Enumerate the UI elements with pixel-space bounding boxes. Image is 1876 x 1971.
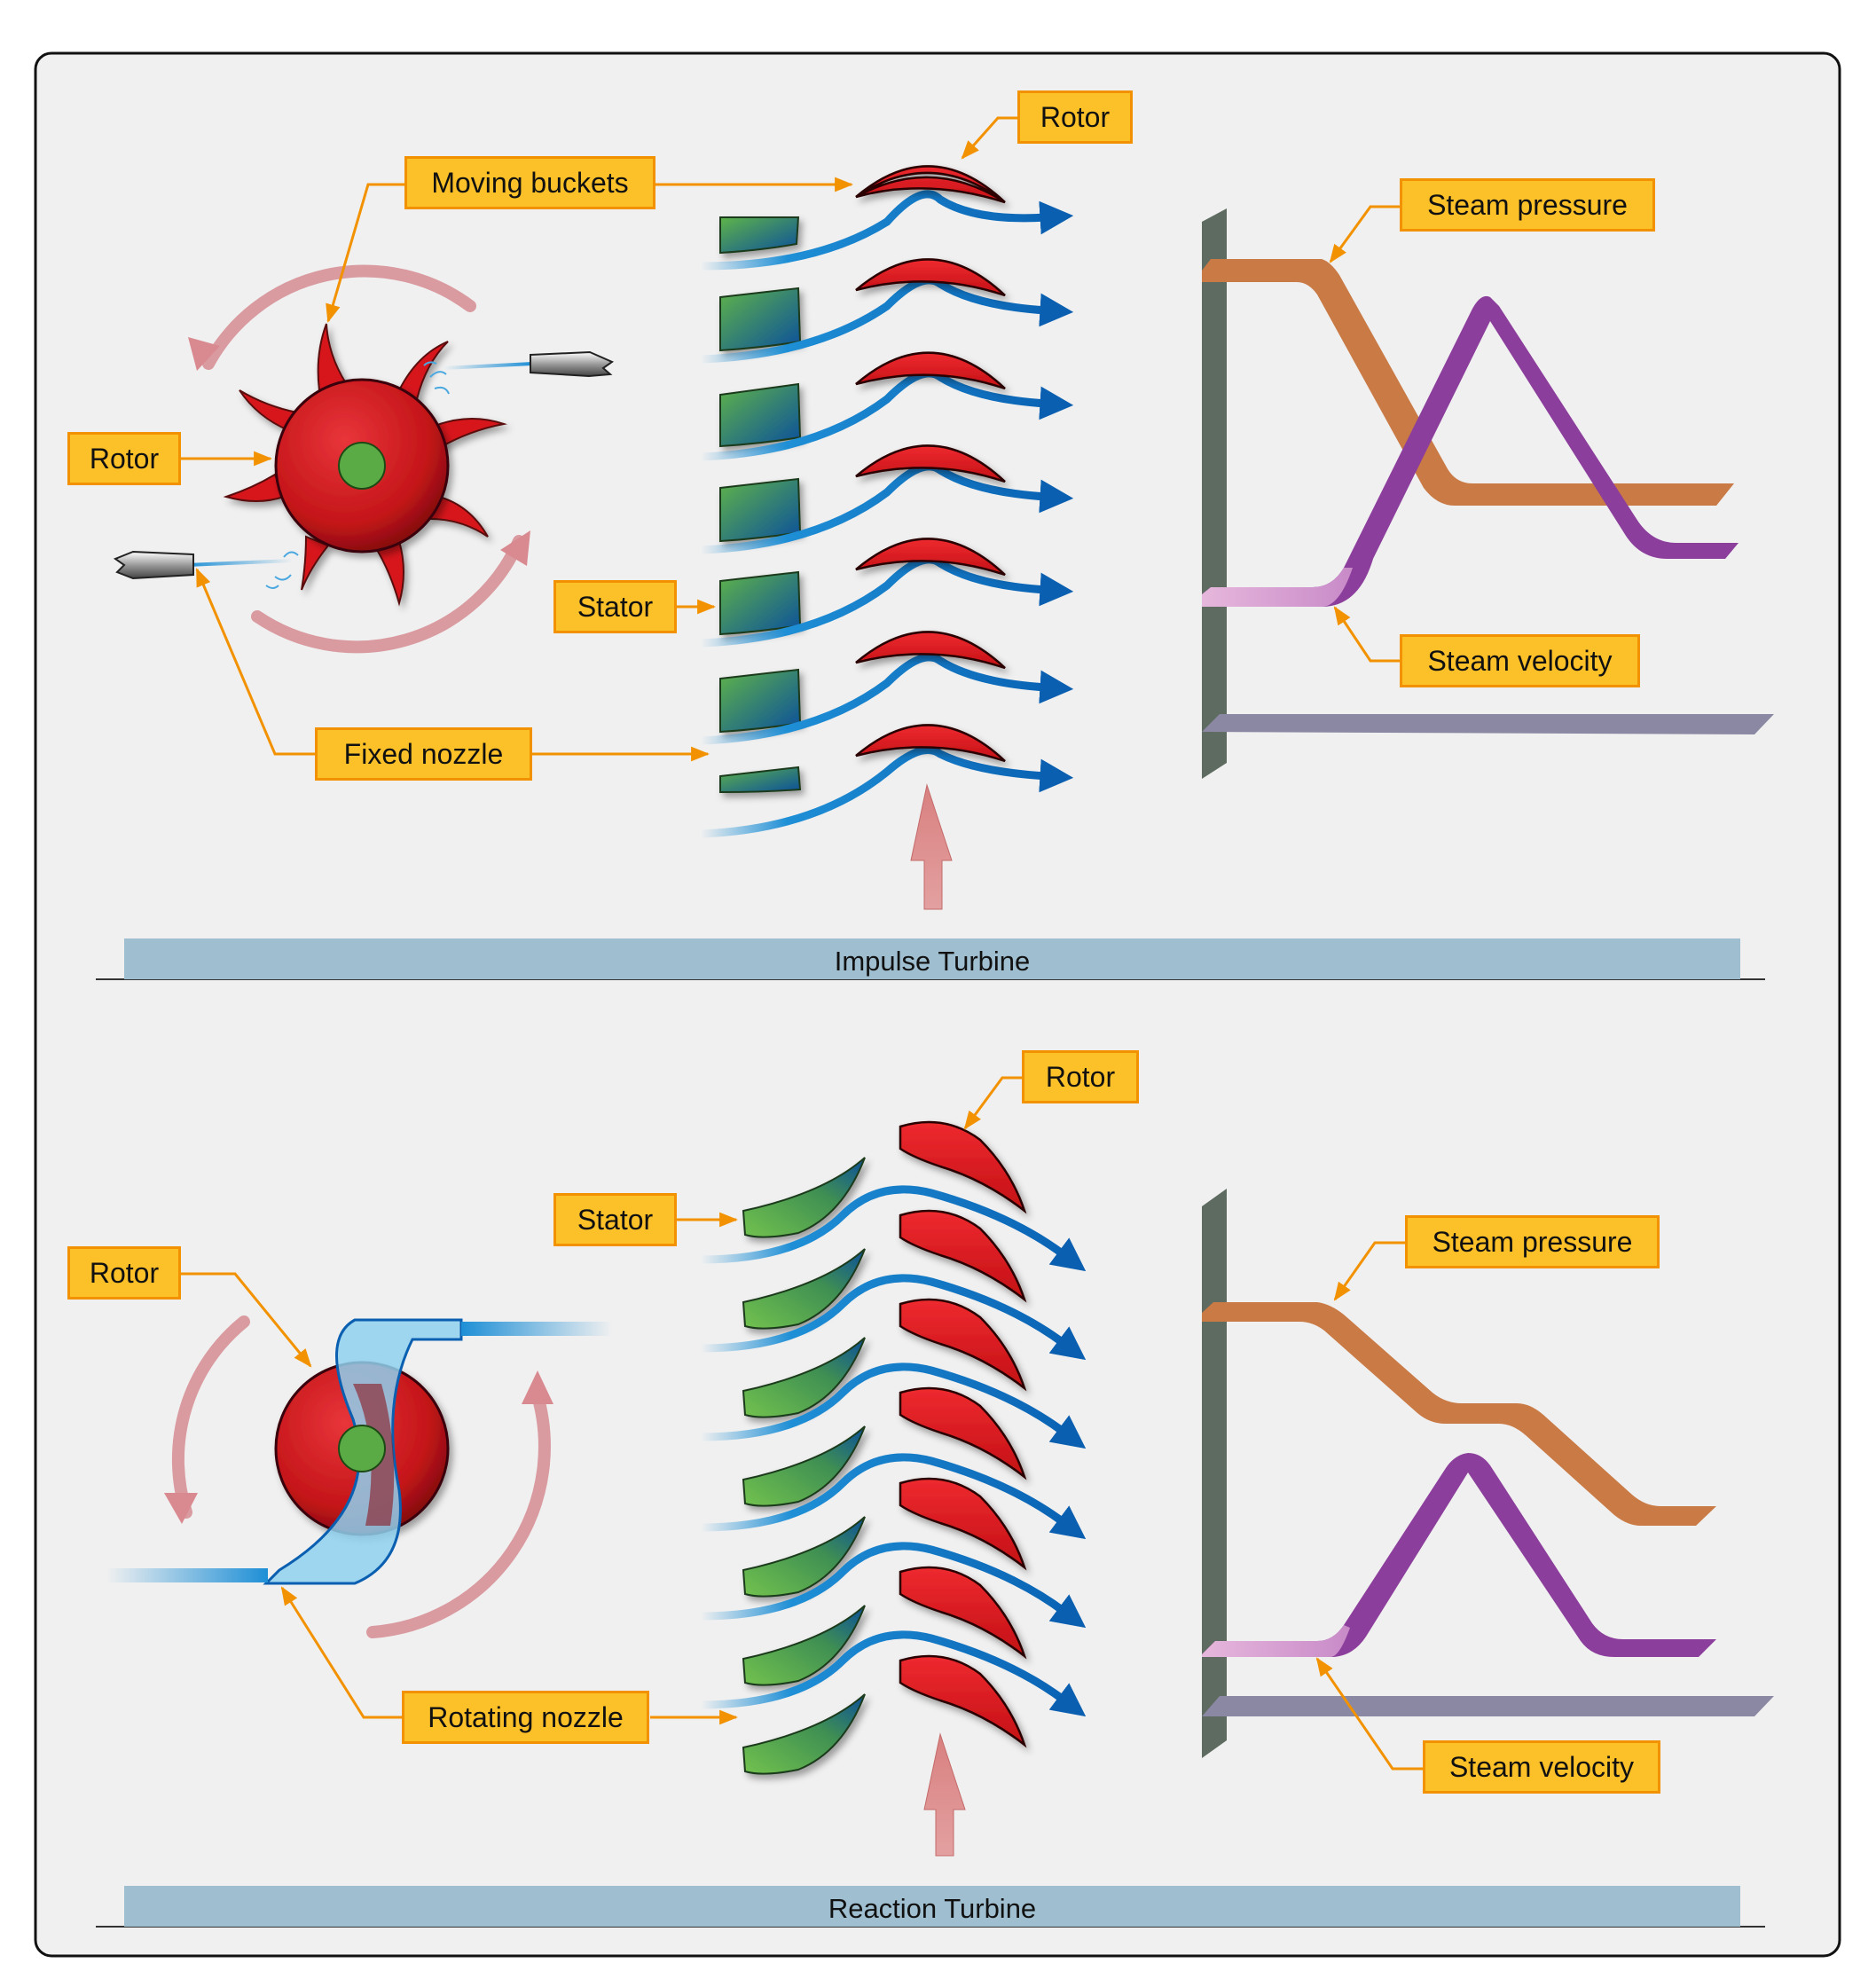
impulse-rotor-wheel — [113, 264, 615, 654]
impulse-rotor-left-label: Rotor — [67, 432, 181, 485]
reaction-stator-row — [742, 1157, 866, 1775]
impulse-steam-velocity-label: Steam velocity — [1400, 634, 1640, 687]
reaction-rotation-direction-arrow — [923, 1732, 966, 1857]
reaction-rotor-left-label: Rotor — [67, 1246, 181, 1300]
diagram-panel — [34, 51, 1841, 1958]
impulse-graph — [1202, 208, 1774, 779]
rotating-nozzle-jet-top — [461, 1322, 612, 1336]
reaction-steam-velocity-label: Steam velocity — [1423, 1740, 1660, 1794]
reaction-stator-label: Stator — [553, 1193, 677, 1246]
impulse-fixed-nozzle-label: Fixed nozzle — [315, 727, 532, 781]
rotating-nozzle-jet-bottom — [106, 1568, 268, 1582]
impulse-steam-pressure-label: Steam pressure — [1400, 178, 1655, 232]
impulse-rotation-arrow-top — [202, 264, 476, 370]
reaction-rotor-blades — [899, 1120, 1027, 1748]
impulse-stator-label: Stator — [553, 580, 677, 633]
reaction-steam-pressure-curve — [1202, 1302, 1716, 1526]
reaction-rotor-top-label: Rotor — [1022, 1050, 1139, 1103]
reaction-leader-lines — [177, 1076, 1424, 1771]
reaction-rotor-wheel — [106, 1315, 612, 1638]
reaction-rotating-nozzle-label: Rotating nozzle — [402, 1691, 649, 1744]
rotor-hub — [338, 442, 386, 490]
impulse-stator-row — [719, 216, 802, 794]
impulse-steam-pressure-curve — [1202, 259, 1734, 506]
impulse-steam-flow — [700, 190, 1074, 838]
reaction-turbine-title: Reaction Turbine — [124, 1886, 1740, 1927]
reaction-graph-y-axis — [1202, 1189, 1227, 1758]
impulse-graph-y-axis — [1202, 208, 1227, 779]
impulse-turbine-title: Impulse Turbine — [124, 938, 1740, 979]
impulse-rotor-top-label: Rotor — [1017, 90, 1133, 144]
fixed-nozzle-bottom — [113, 550, 299, 589]
impulse-leader-lines — [177, 116, 1401, 762]
reaction-rotation-arrow-left — [171, 1315, 250, 1519]
reaction-graph-x-axis — [1202, 1696, 1774, 1716]
reaction-steam-flow — [700, 1185, 1087, 1717]
fixed-nozzle-top — [423, 350, 615, 395]
impulse-rotation-arrow-bottom — [251, 535, 525, 654]
impulse-rotor-blades — [855, 165, 1006, 763]
impulse-graph-x-axis — [1202, 714, 1774, 734]
impulse-moving-buckets-label: Moving buckets — [404, 156, 655, 209]
rotor-hub — [338, 1425, 386, 1472]
impulse-rotation-direction-arrow — [910, 783, 953, 910]
moving-buckets — [223, 323, 507, 607]
reaction-steam-pressure-label: Steam pressure — [1405, 1215, 1660, 1268]
reaction-rotation-arrow-right — [366, 1386, 551, 1638]
impulse-steam-velocity-curve — [1202, 295, 1739, 607]
